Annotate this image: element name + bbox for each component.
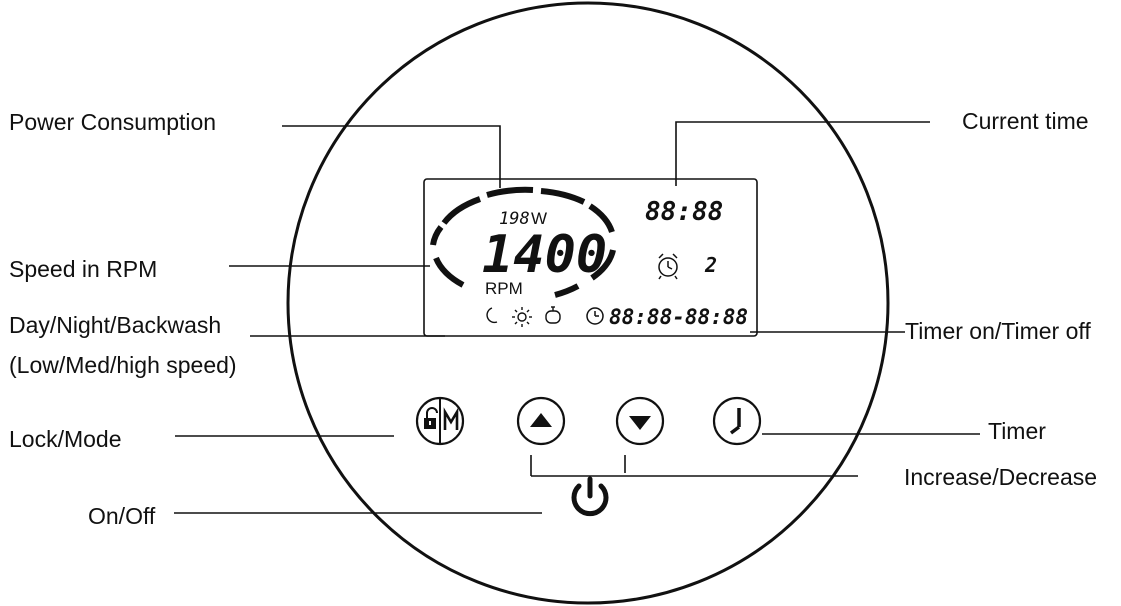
decrease-button[interactable]: [615, 396, 665, 446]
callout-current-time: Current time: [962, 108, 1089, 134]
backwash-icon: [545, 306, 561, 324]
increase-button[interactable]: [516, 396, 566, 446]
callout-on-off: On/Off: [88, 503, 156, 529]
leader-current-time: [675, 121, 930, 186]
lcd-display: [423, 178, 758, 337]
speed-unit: RPM: [485, 279, 523, 298]
moon-icon: [486, 307, 498, 324]
speed-value: 1400: [482, 225, 607, 285]
callout-day-night-backwash: Day/Night/Backwash: [9, 312, 222, 338]
sun-icon: [512, 307, 532, 327]
callout-increase-decrease: Increase/Decrease: [904, 464, 1098, 490]
mode-icon: [443, 407, 459, 430]
callout-timer-on-off: Timer on/Timer off: [905, 318, 1091, 344]
callout-timer: Timer: [988, 418, 1046, 444]
speed-ring: [430, 186, 616, 298]
callout-speed-rpm: Speed in RPM: [9, 256, 158, 282]
current-time-display: 88:88: [645, 197, 723, 227]
lock-icon: [424, 407, 438, 429]
alarm-clock-icon: [658, 253, 678, 280]
arrow-down-icon: [629, 416, 651, 430]
callout-speed-levels: (Low/Med/high speed): [9, 352, 237, 378]
power-icon: [571, 476, 609, 517]
timer-index: 2: [704, 253, 717, 277]
power-value: 198: [499, 209, 530, 229]
clock-icon: [586, 307, 604, 325]
panel-outline: [286, 1, 890, 605]
increase-decrease-bracket: [530, 455, 858, 477]
timer-button[interactable]: [712, 396, 762, 446]
callout-power-consumption: Power Consumption: [9, 109, 217, 135]
power-unit: W: [531, 209, 547, 228]
power-button[interactable]: [568, 475, 612, 519]
timer-range-display: 88:88-88:88: [609, 305, 748, 329]
leader-power-consumption: [282, 125, 501, 188]
arrow-up-icon: [530, 413, 552, 427]
timer-icon: [729, 408, 741, 435]
callout-lock-mode: Lock/Mode: [9, 426, 122, 452]
lock-mode-button[interactable]: [415, 396, 465, 446]
